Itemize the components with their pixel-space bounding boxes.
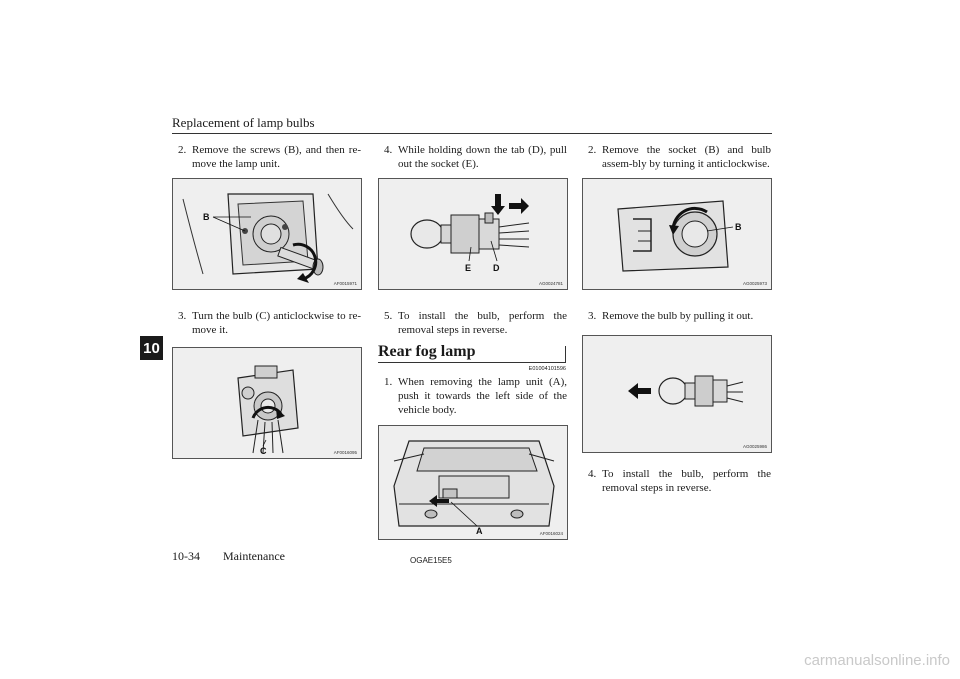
figure-code: AF0016095 (333, 450, 357, 455)
step-text: To install the bulb, perform the removal… (602, 468, 771, 494)
section-code: E01004101596 (528, 366, 566, 372)
label-d: D (493, 263, 500, 273)
step-text: Remove the bulb by pulling it out. (602, 310, 754, 322)
section-rule (378, 362, 566, 363)
figure-code: AF0016024 (539, 531, 563, 536)
step-hold-tab: 4. While holding down the tab (D), pull … (384, 143, 567, 171)
step-text: While holding down the tab (D), pull out… (398, 144, 567, 170)
step-remove-socket: 2. Remove the socket (B) and bulb assem-… (588, 143, 771, 171)
label-b: B (735, 222, 742, 232)
step-text: Turn the bulb (C) anticlockwise to re-mo… (192, 310, 361, 336)
figure-bulb-removal: AG0025986 (582, 335, 772, 453)
step-number: 5. (384, 310, 393, 322)
step-number: 2. (588, 144, 597, 156)
label-c: C (260, 446, 267, 456)
step-number: 3. (178, 310, 187, 322)
step-install-reverse-2: 4. To install the bulb, perform the remo… (588, 467, 771, 495)
step-number: 2. (178, 144, 187, 156)
rear-bumper-illustration: A (393, 440, 555, 536)
figure-code: AG0025973 (742, 281, 767, 286)
socket-bulb-assembly-illustration: B (617, 200, 742, 272)
section-rule-end (565, 346, 566, 363)
socket-tab-illustration: E D (410, 194, 530, 273)
header-rule (172, 133, 772, 134)
figure-rear-bumper: A AF0016024 (378, 425, 568, 540)
step-number: 4. (384, 144, 393, 156)
label-e: E (465, 263, 471, 273)
step-install-reverse: 5. To install the bulb, perform the remo… (384, 309, 567, 337)
figure-socket-tab: E D AG0024781 (378, 178, 568, 290)
figure-socket-b: B AG0025973 (582, 178, 772, 290)
footer-page-number: 10-34 (172, 549, 200, 563)
step-text: To install the bulb, perform the removal… (398, 310, 567, 336)
figure-bulb-c: C AF0016095 (172, 347, 362, 459)
page-header-title: Replacement of lamp bulbs (172, 115, 315, 130)
step-text: When removing the lamp unit (A), push it… (398, 376, 567, 416)
step-number: 3. (588, 310, 597, 322)
step-pull-bulb: 3. Remove the bulb by pulling it out. (588, 309, 771, 323)
bulb-socket-illustration: C (237, 365, 299, 456)
footer-section-name: Maintenance (223, 549, 285, 563)
step-turn-bulb: 3. Turn the bulb (C) anticlockwise to re… (178, 309, 361, 337)
step-text: Remove the screws (B), and then re-move … (192, 144, 361, 170)
bulb-removal-illustration (628, 375, 744, 407)
footer-doc-code: OGAE15E5 (410, 556, 452, 565)
step-text: Remove the socket (B) and bulb assem-bly… (602, 144, 771, 170)
section-title-rear-fog-lamp: Rear fog lamp (378, 343, 476, 360)
figure-code: AG0024781 (538, 281, 563, 286)
label-b: B (203, 212, 210, 222)
watermark: carmanualsonline.info (804, 652, 950, 669)
step-remove-screws: 2. Remove the screws (B), and then re-mo… (178, 143, 361, 171)
chapter-tab: 10 (140, 336, 163, 360)
figure-lamp-unit-screws: B AF0015971 (172, 178, 362, 290)
lamp-unit-illustration: B (182, 193, 354, 283)
step-number: 1. (384, 376, 393, 388)
step-number: 4. (588, 468, 597, 480)
figure-code: AG0025986 (742, 444, 767, 449)
step-remove-lamp-unit: 1. When removing the lamp unit (A), push… (384, 375, 567, 417)
figure-code: AF0015971 (333, 281, 357, 286)
label-a: A (476, 526, 483, 536)
